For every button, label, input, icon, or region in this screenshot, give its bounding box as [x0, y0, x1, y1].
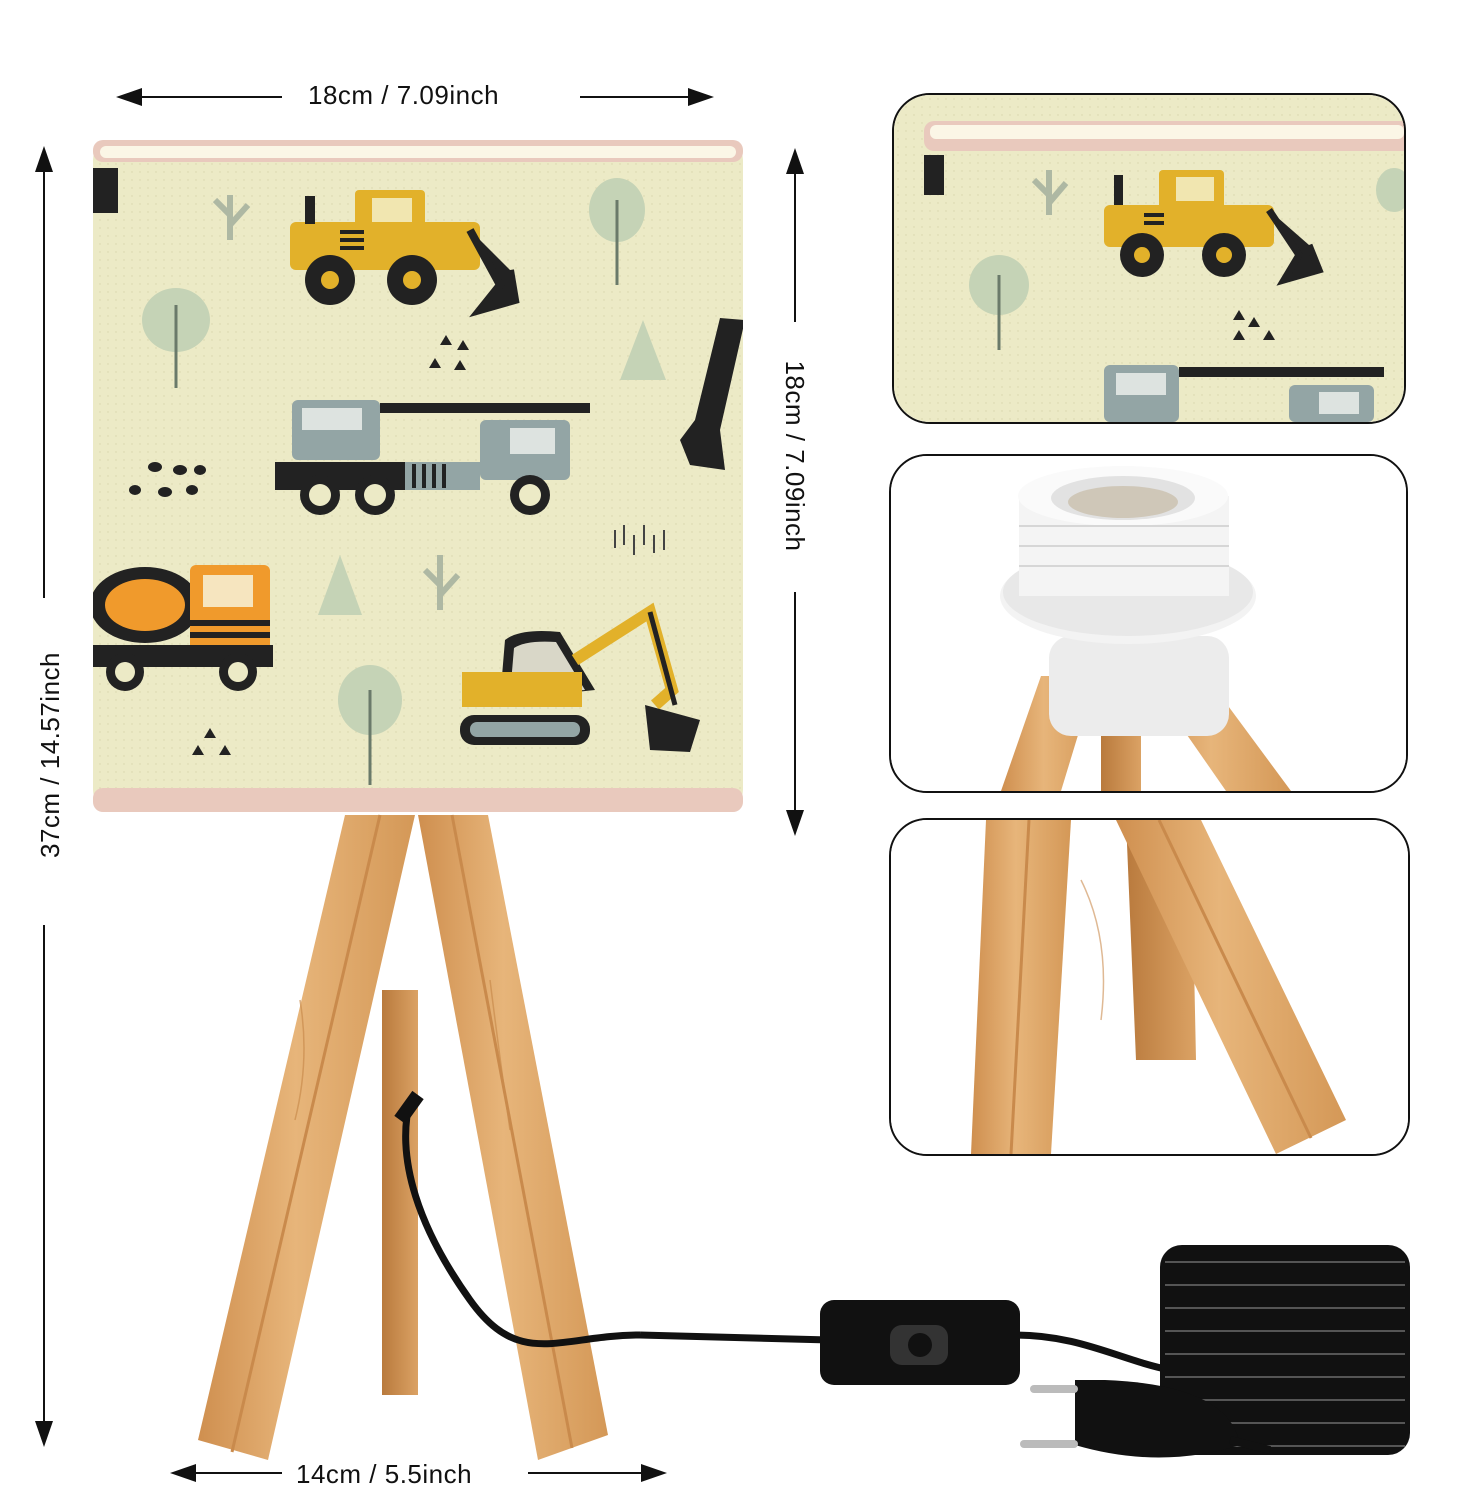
crane-truck-icon	[275, 400, 590, 515]
tripod-base	[198, 814, 641, 1460]
detail-panel-legs	[889, 818, 1410, 1156]
plug-icon	[1020, 1380, 1271, 1458]
cable-coil-icon	[1160, 1245, 1410, 1455]
lampshade	[93, 140, 743, 812]
switch-icon	[820, 1300, 1020, 1385]
detail-panel-shade	[892, 93, 1406, 424]
tree-icon	[142, 178, 666, 785]
base-width-label: 14cm / 5.5inch	[296, 1459, 473, 1489]
shade-width-label: 18cm / 7.09inch	[308, 80, 500, 110]
cement-mixer-icon	[93, 565, 273, 691]
shade-height-label: 18cm / 7.09inch	[780, 360, 810, 552]
shade-height-arrow	[786, 148, 804, 836]
total-height-label: 37cm / 14.57inch	[35, 652, 65, 859]
excavator-icon	[460, 602, 700, 752]
loader-icon	[290, 190, 520, 318]
shade-closeup	[894, 95, 1404, 422]
power-cable	[639, 1245, 1410, 1458]
legs-closeup	[891, 820, 1408, 1154]
base-width-arrow	[170, 1464, 667, 1482]
socket-closeup	[891, 456, 1406, 791]
loader-icon	[1104, 170, 1324, 286]
total-height-arrow	[35, 146, 53, 1447]
detail-panel-socket	[889, 454, 1408, 793]
lamp-socket-icon	[1000, 466, 1256, 736]
shade-width-arrow	[116, 88, 714, 106]
